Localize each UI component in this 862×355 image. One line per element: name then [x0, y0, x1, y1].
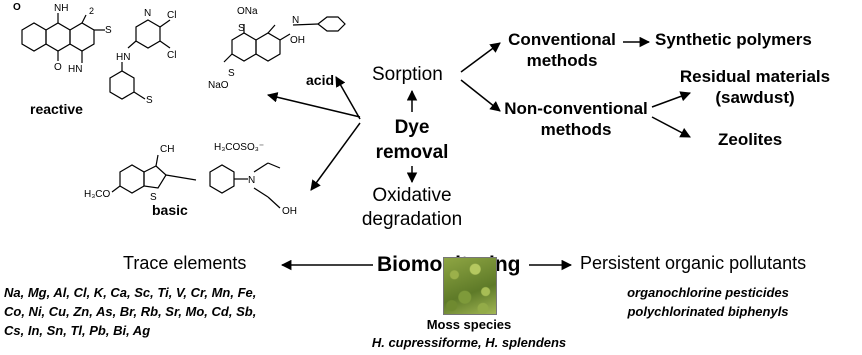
pop-title: Persistent organic pollutants — [580, 253, 807, 273]
svg-text:Cl: Cl — [167, 50, 176, 61]
reactive-dye-structure — [21, 13, 171, 100]
moss-photo — [443, 257, 497, 315]
reactive-dye-label: reactive — [30, 101, 83, 117]
svg-text:HN: HN — [116, 52, 130, 63]
svg-text:S: S — [150, 192, 157, 203]
svg-text:H₃COSO₃⁻: H₃COSO₃⁻ — [214, 142, 264, 153]
sorption-node: Sorption — [372, 64, 443, 85]
svg-text:OH: OH — [282, 206, 297, 217]
oxidative-degradation-node: Oxidative degradation — [352, 184, 472, 232]
svg-text:H₃CO: H₃CO — [84, 189, 111, 200]
residual-materials-node: Residual materials (sawdust) — [671, 66, 839, 108]
svg-text:Cl: Cl — [167, 10, 176, 21]
svg-text:2: 2 — [89, 6, 94, 16]
basic-dye-label: basic — [152, 202, 188, 218]
acid-dye-structure — [223, 16, 346, 63]
acid-dye-label: acid — [306, 72, 335, 88]
arrow-to-acid — [335, 76, 361, 120]
trace-line-2: Co, Ni, Cu, Zn, As, Br, Rb, Sr, Mo, Cd, … — [4, 304, 257, 319]
svg-text:O: O — [13, 2, 21, 13]
pop-list: organochlorine pesticides polychlorinate… — [613, 283, 803, 321]
pop-line-2: polychlorinated biphenyls — [627, 304, 789, 319]
acid-dye-labels: ONa S N OH NaO S — [208, 6, 305, 91]
nonconventional-line2: methods — [540, 120, 612, 139]
svg-text:N: N — [144, 8, 151, 19]
arrow-to-reactive — [266, 92, 361, 118]
svg-text:S: S — [238, 23, 245, 34]
zeolites-node: Zeolites — [718, 130, 783, 149]
svg-text:S: S — [228, 68, 235, 79]
svg-text:NH: NH — [54, 3, 68, 14]
nonconventional-methods-node: Non-conventional methods — [498, 98, 654, 140]
oxidative-line2: degradation — [361, 209, 463, 230]
nonconventional-line1: Non-conventional — [504, 99, 648, 118]
residual-line2: (sawdust) — [715, 88, 795, 107]
trace-elements-list: Na, Mg, Al, Cl, K, Ca, Sc, Ti, V, Cr, Mn… — [4, 283, 256, 340]
oxidative-line1: Oxidative — [372, 185, 452, 206]
conventional-line2: methods — [526, 51, 598, 70]
svg-text:S: S — [146, 95, 153, 106]
dye-removal-line2: removal — [375, 142, 449, 163]
dye-removal-node: Dye removal — [362, 115, 462, 165]
moss-species-title: Moss species — [426, 317, 512, 332]
pop-line-1: organochlorine pesticides — [627, 285, 789, 300]
moss-species-names: H. cupressiforme, H. splendens — [371, 335, 567, 350]
svg-text:O: O — [54, 62, 62, 73]
synthetic-polymers-node: Synthetic polymers — [655, 30, 812, 49]
arrow-to-residual — [651, 91, 691, 108]
reactive-dye-labels: O NH 2 S O HN HN Cl Cl N S — [13, 2, 176, 106]
svg-text:S: S — [105, 25, 112, 36]
arrow-to-basic — [310, 122, 361, 191]
trace-elements-title: Trace elements — [123, 253, 247, 273]
svg-text:CH: CH — [160, 144, 174, 155]
residual-line1: Residual materials — [679, 67, 831, 86]
svg-text:N: N — [292, 15, 299, 26]
svg-text:ONa: ONa — [237, 6, 258, 17]
conventional-line1: Conventional — [508, 30, 616, 49]
arrow-to-conventional — [460, 42, 501, 73]
svg-text:NaO: NaO — [208, 80, 229, 91]
svg-text:OH: OH — [290, 35, 305, 46]
dye-removal-line1: Dye — [394, 117, 430, 138]
trace-line-1: Na, Mg, Al, Cl, K, Ca, Sc, Ti, V, Cr, Mn… — [4, 285, 257, 300]
conventional-methods-node: Conventional methods — [500, 29, 624, 71]
basic-dye-labels: CH H₃COSO₃⁻ H₃CO S N OH — [84, 142, 297, 217]
basic-dye-structure — [111, 154, 281, 209]
arrow-to-zeolites — [651, 116, 691, 138]
arrow-to-nonconventional — [460, 79, 501, 112]
trace-line-3: Cs, In, Sn, Tl, Pb, Bi, Ag — [4, 323, 151, 338]
svg-text:N: N — [248, 175, 255, 186]
svg-text:HN: HN — [68, 64, 82, 75]
